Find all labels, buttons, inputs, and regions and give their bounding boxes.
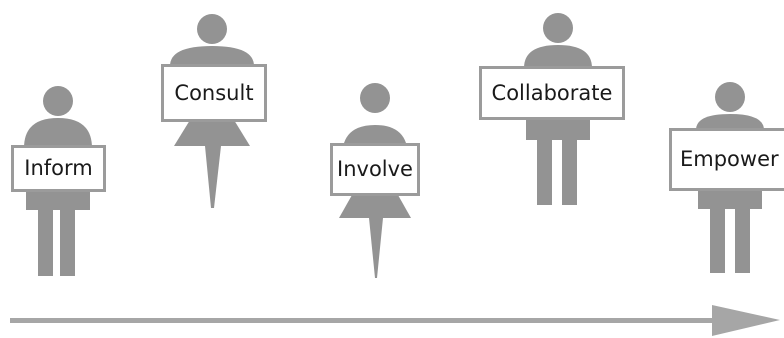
person-figure-collaborate: [524, 13, 592, 205]
stage-label-involve: Involve: [330, 143, 420, 196]
person-figure-empower: [696, 82, 764, 273]
stage-label-collaborate: Collaborate: [479, 66, 625, 120]
stage-label-inform: Inform: [11, 145, 106, 192]
progression-arrow: [10, 305, 780, 336]
person-figure-involve: [339, 83, 411, 278]
stage-label-consult: Consult: [161, 64, 267, 122]
person-figure-inform: [24, 86, 92, 276]
person-figure-consult: [170, 14, 254, 208]
stage-label-empower: Empower: [669, 128, 784, 191]
